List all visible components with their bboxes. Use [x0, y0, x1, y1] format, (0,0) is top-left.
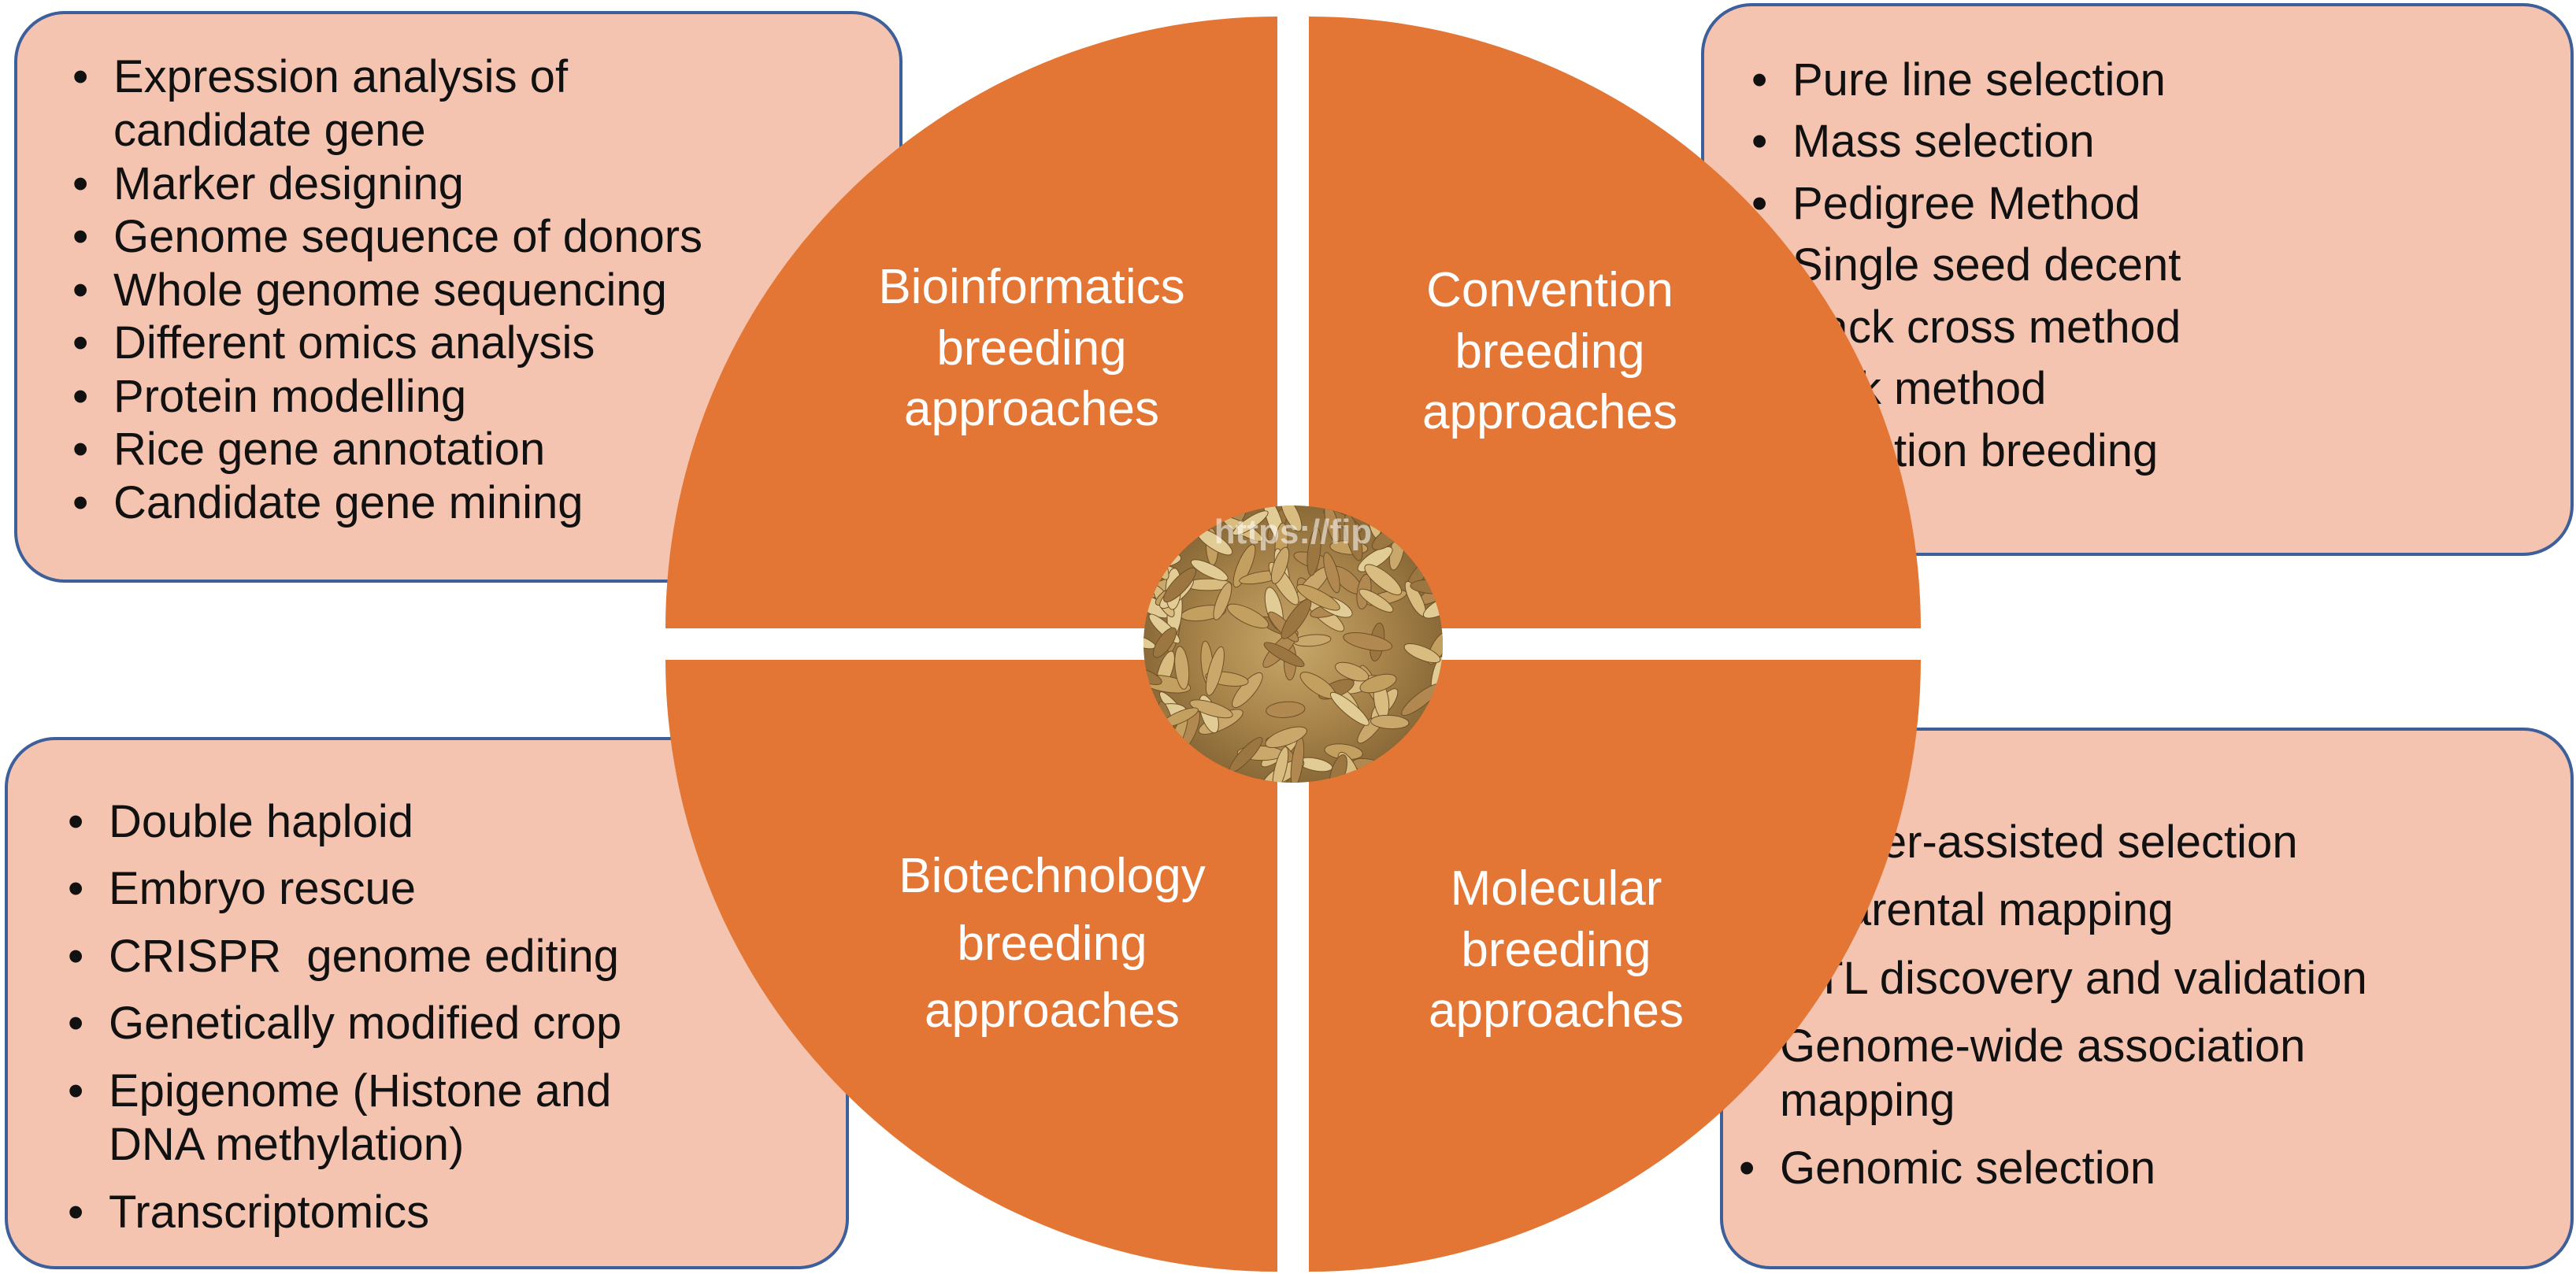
- rice-grain: [1403, 643, 1441, 664]
- rice-grain: [1359, 673, 1397, 694]
- bioinformatics-label: Bioinformatics breeding approaches: [878, 260, 1185, 436]
- rice-grain: [1358, 588, 1394, 613]
- rice-grain: [1263, 642, 1305, 668]
- list-item: Mass selection: [1751, 115, 2570, 169]
- convention-label: Convention breeding approaches: [1421, 263, 1678, 439]
- quadrant-bottom-left: [665, 660, 1277, 1272]
- rice-grain: [1329, 691, 1370, 726]
- rice-grain: [1232, 544, 1256, 588]
- rice-grain: [1270, 546, 1290, 584]
- list-item: Epigenome (Histone and DNA methylation): [68, 1065, 855, 1172]
- rice-grain: [1232, 510, 1269, 536]
- list-item: Protein modelling: [72, 370, 907, 424]
- list-item: Embryo rescue: [68, 862, 855, 917]
- rice-grain: [1335, 661, 1370, 682]
- rice-grain: [1343, 632, 1392, 651]
- rice-grain: [1280, 506, 1303, 532]
- rice-grain: [1296, 584, 1340, 611]
- list-item: Transcriptomics: [68, 1186, 855, 1240]
- bioinformatics-panel: Expression analysis of candidate gene Ma…: [14, 11, 903, 583]
- rice-grain: [1205, 646, 1225, 696]
- list-item: Genome sequence of donors: [72, 210, 907, 265]
- list-item: Pure line selection: [1751, 54, 2570, 108]
- list-item: Candidate gene mining: [72, 476, 907, 531]
- watermark-text: https://fip: [1214, 513, 1372, 551]
- list-item: Different omics analysis: [72, 317, 907, 371]
- list-item: Genetically modified crop: [68, 997, 855, 1051]
- list-item: Genomic selection: [1739, 1142, 2574, 1196]
- rice-grain: [1227, 603, 1269, 629]
- rice-grain: [1307, 528, 1321, 576]
- list-item: CRISPR genome editing: [68, 930, 855, 984]
- biotechnology-panel: Double haploid Embryo rescue CRISPR geno…: [5, 737, 849, 1269]
- biotechnology-list: Double haploid Embryo rescue CRISPR geno…: [68, 795, 855, 1253]
- rice-grain: [1370, 714, 1410, 730]
- quadrant-bottom-right: [1309, 660, 1921, 1272]
- list-item: Genome-wide association mapping: [1739, 1020, 2574, 1128]
- quadrant-top-right: [1309, 17, 1921, 628]
- quadrant-top-left: [665, 17, 1277, 628]
- rice-grain: [1266, 701, 1306, 718]
- list-item: Whole genome sequencing: [72, 264, 907, 318]
- list-item: Double haploid: [68, 795, 855, 850]
- list-item: Rice gene annotation: [72, 423, 907, 477]
- rice-grain: [1213, 582, 1232, 620]
- list-item: Pedigree Method: [1751, 177, 2570, 231]
- rice-grain: [1190, 559, 1229, 581]
- rice-grain: [1364, 564, 1403, 595]
- molecular-label: Molecular breeding approaches: [1428, 861, 1685, 1038]
- list-item: Expression analysis of candidate gene: [72, 50, 907, 158]
- list-item: QTL discovery and validation: [1739, 952, 2574, 1006]
- biotechnology-label: Biotechnology breeding approaches: [899, 849, 1206, 1039]
- rice-grain: [1323, 552, 1340, 594]
- list-item: Marker designing: [72, 157, 907, 212]
- rice-grain: [1265, 726, 1307, 749]
- rice-grain: [1189, 699, 1233, 719]
- bioinformatics-list: Expression analysis of candidate gene Ma…: [72, 50, 907, 531]
- rice-grain: [1174, 646, 1190, 690]
- rice-grain: [1152, 627, 1177, 658]
- rice-grain: [1272, 746, 1289, 783]
